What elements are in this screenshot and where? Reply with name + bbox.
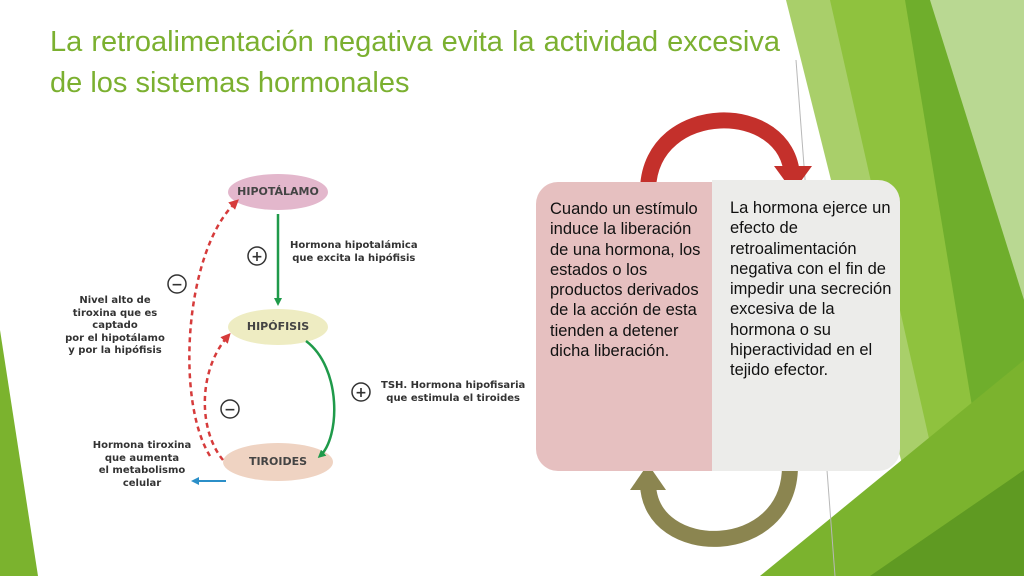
deco-triangle-bottom-dark (870, 470, 1024, 576)
pituitary-node (228, 309, 328, 345)
minus-sign-icon: − (220, 399, 240, 419)
tsh-label: TSH. Hormona hipofisaria que estimula el… (381, 380, 526, 404)
cycle-bottom-arrow-head (630, 464, 666, 490)
minus-sign-icon: − (167, 274, 187, 294)
hypothalamic-hormone-label: Hormona hipotalámica que excita la hipóf… (290, 240, 418, 264)
thyroid-label: TIROIDES (248, 455, 308, 468)
cycle-bottom-arrow-body (640, 465, 798, 547)
slide-title: La retroalimentación negativa evita la a… (50, 26, 780, 99)
deco-triangle-top (930, 0, 1024, 300)
plus-sign-icon: + (247, 246, 267, 266)
feedback-to-hypothalamus-arrow (188, 199, 239, 457)
hypothalamus-label: HIPOTÁLAMO (237, 185, 319, 198)
cycle-left-box (536, 182, 712, 471)
feedback-to-pituitary-arrow (203, 332, 231, 461)
hypothalamus-node (228, 174, 328, 210)
deco-left-triangle (0, 330, 38, 576)
plus-sign-icon: + (351, 382, 371, 402)
cycle-top-arrow-body (640, 112, 800, 189)
svg-text:−: − (224, 402, 236, 418)
svg-text:−: − (171, 277, 183, 293)
thyroid-node (223, 443, 333, 481)
thyroxine-hormone-label: Hormona tiroxina que aumenta el metaboli… (92, 440, 192, 489)
cycle-right-text: La hormona ejerce un efecto de retroalim… (730, 199, 892, 380)
cycle-right-box (712, 180, 900, 471)
cycle-top-arrow-head (774, 166, 812, 192)
svg-text:+: + (251, 249, 263, 265)
pituitary-to-thyroid-arrow (305, 340, 336, 459)
svg-text:+: + (355, 385, 367, 401)
high-thyroxine-label: Nivel alto de tiroxina que es captado po… (65, 295, 165, 356)
cycle-left-text: Cuando un estímulo induce la liberación … (550, 200, 701, 361)
pituitary-label: HIPÓFISIS (246, 320, 310, 333)
